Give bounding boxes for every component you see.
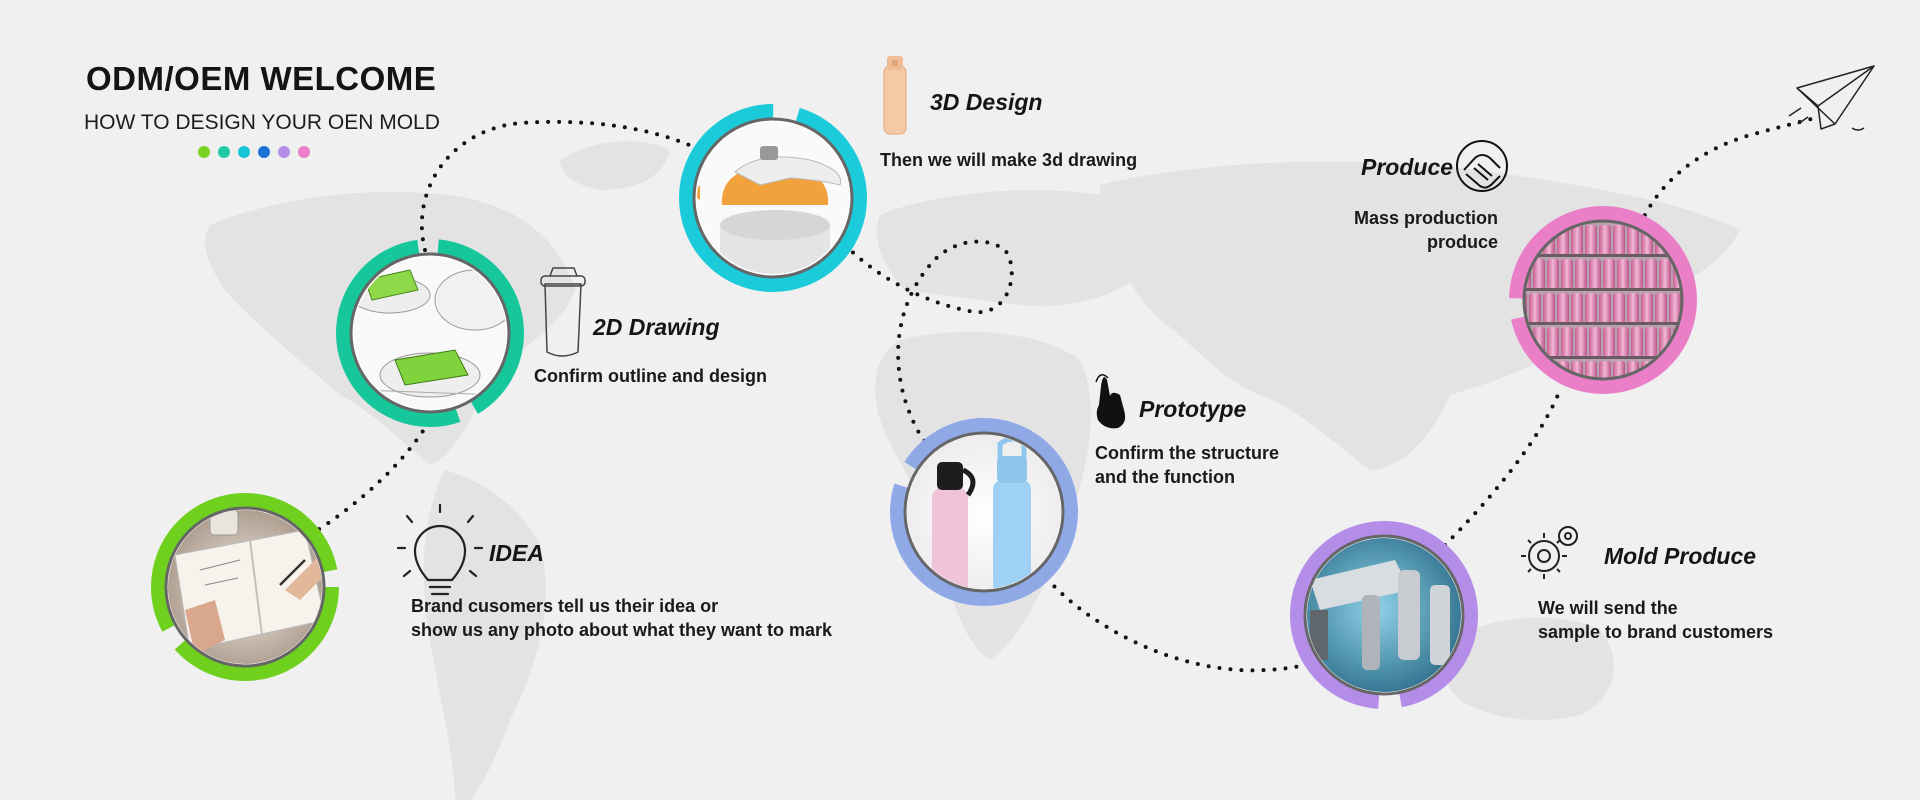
- can: [1631, 259, 1643, 289]
- can: [1603, 259, 1615, 289]
- color-dots: [198, 146, 310, 158]
- can: [1603, 327, 1615, 357]
- design3d-title: 3D Design: [930, 89, 1043, 115]
- can: [1613, 293, 1625, 323]
- mold-circle: [1290, 521, 1478, 709]
- shelf: [1525, 322, 1681, 325]
- color-dot: [278, 146, 290, 158]
- can: [1589, 259, 1601, 289]
- design3d-circle: [679, 104, 867, 292]
- can: [1669, 361, 1681, 378]
- paper-plane-icon: [1788, 65, 1875, 131]
- shelf: [1525, 356, 1681, 359]
- cup-icon: [540, 267, 586, 357]
- hand-pointer-icon: [1095, 374, 1126, 429]
- lightbulb-icon: [396, 503, 484, 596]
- prototype-desc-line1: Confirm the structure: [1095, 443, 1280, 463]
- produce-photo: [1525, 222, 1681, 378]
- can: [1571, 225, 1583, 255]
- idea-circle: [151, 493, 339, 681]
- drawing-title: 2D Drawing: [593, 314, 720, 340]
- color-dot: [218, 146, 230, 158]
- color-dot: [298, 146, 310, 158]
- can: [1655, 293, 1667, 323]
- can: [1561, 327, 1573, 357]
- can: [1599, 361, 1611, 378]
- gears-icon: [1521, 526, 1578, 579]
- prototype-circle: [890, 418, 1078, 606]
- can: [1529, 293, 1541, 323]
- can: [1599, 225, 1611, 255]
- can: [1575, 327, 1587, 357]
- bottle-icon: [883, 56, 907, 135]
- can: [1659, 259, 1671, 289]
- can: [1533, 259, 1545, 289]
- can: [1571, 293, 1583, 323]
- drawing-description: Confirm outline and design: [534, 366, 767, 386]
- can: [1561, 259, 1573, 289]
- can: [1627, 225, 1639, 255]
- produce-desc-line2: produce: [1426, 232, 1498, 252]
- produce-desc-line1: Mass production: [1353, 208, 1498, 228]
- can: [1669, 293, 1681, 323]
- can: [1585, 293, 1597, 323]
- can: [1641, 293, 1653, 323]
- can: [1543, 293, 1555, 323]
- page-subtitle: HOW TO DESIGN YOUR OEN MOLD: [84, 111, 440, 134]
- can: [1585, 225, 1597, 255]
- can: [1617, 327, 1629, 357]
- produce-description: Mass production produce: [1354, 206, 1498, 254]
- can: [1617, 259, 1629, 289]
- mold-photo: [1307, 538, 1461, 692]
- prototype-description: Confirm the structure and the function: [1095, 441, 1279, 489]
- can: [1645, 259, 1657, 289]
- color-dot: [198, 146, 210, 158]
- idea-photo: [168, 510, 322, 664]
- mold-desc-line2: sample to brand customers: [1538, 622, 1774, 642]
- mold-description: We will send the sample to brand custome…: [1538, 596, 1773, 644]
- prototype-desc-line2: and the function: [1095, 467, 1235, 487]
- produce-title: Produce: [1361, 154, 1454, 180]
- drawing-circle: [336, 239, 524, 427]
- produce-circle: [1509, 206, 1697, 394]
- can: [1585, 361, 1597, 378]
- can: [1599, 293, 1611, 323]
- dotted-path: [308, 116, 1817, 673]
- color-dot: [238, 146, 250, 158]
- shelf: [1525, 288, 1681, 291]
- idea-desc-line1: Brand cusomers tell us their idea or: [411, 596, 719, 616]
- can: [1589, 327, 1601, 357]
- can: [1547, 327, 1559, 357]
- idea-desc-line2: show us any photo about what they want t…: [411, 620, 833, 640]
- can: [1557, 293, 1569, 323]
- can: [1631, 327, 1643, 357]
- shelf: [1525, 254, 1681, 257]
- idea-title: IDEA: [489, 540, 544, 566]
- can: [1627, 293, 1639, 323]
- handshake-icon: [1456, 140, 1508, 192]
- prototype-photo: [907, 435, 1061, 589]
- prototype-title: Prototype: [1139, 396, 1247, 422]
- design3d-description: Then we will make 3d drawing: [880, 150, 1138, 170]
- can: [1575, 259, 1587, 289]
- mold-desc-line1: We will send the: [1538, 598, 1678, 618]
- page-title: ODM/OEM WELCOME: [86, 60, 437, 97]
- can: [1613, 225, 1625, 255]
- can: [1645, 327, 1657, 357]
- color-dot: [258, 146, 270, 158]
- idea-description: Brand cusomers tell us their idea or sho…: [411, 594, 832, 642]
- can: [1547, 259, 1559, 289]
- mold-title: Mold Produce: [1604, 543, 1757, 569]
